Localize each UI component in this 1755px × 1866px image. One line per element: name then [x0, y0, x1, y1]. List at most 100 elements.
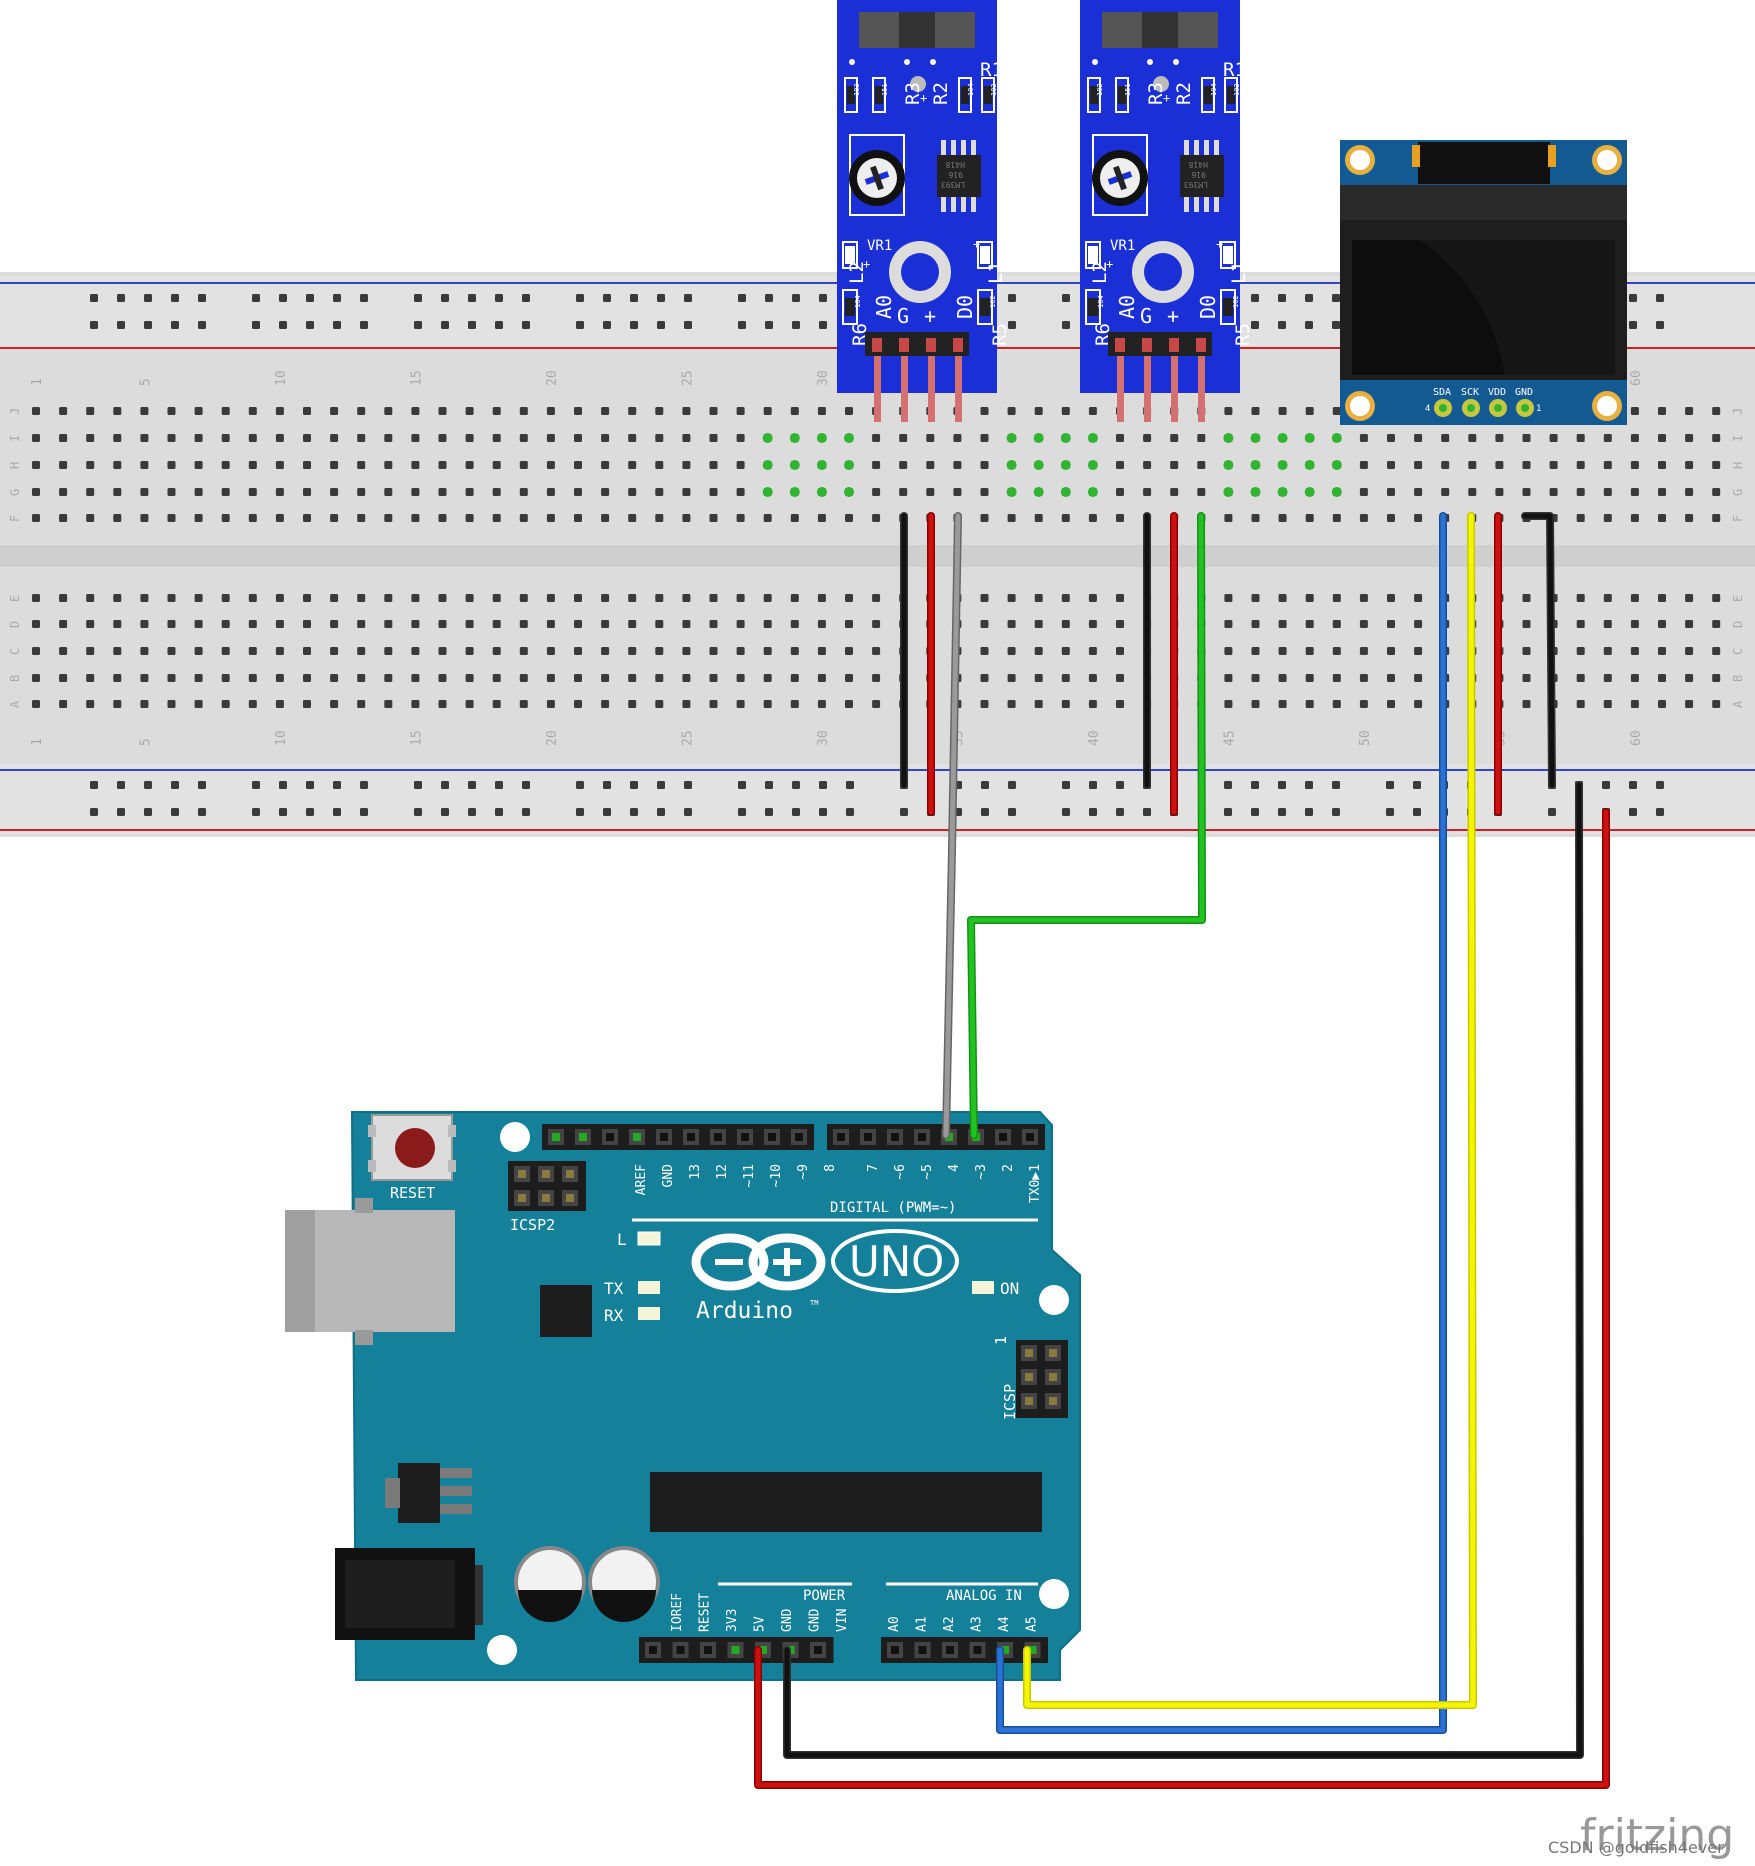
breadboard-hole [357, 514, 366, 522]
active-hole [816, 487, 827, 497]
breadboard-hole [1197, 461, 1206, 469]
breadboard-hole [1251, 647, 1260, 655]
rail-hole [252, 808, 260, 816]
breadboard-hole [682, 434, 691, 442]
header-leg [901, 356, 908, 422]
label-r5: R5 [989, 323, 1011, 346]
rail-hole [522, 294, 530, 302]
rail-hole [1386, 808, 1394, 816]
breadboard-hole [1170, 488, 1179, 496]
breadboard-hole [709, 700, 718, 708]
oled-ribbon-connector [1418, 142, 1550, 184]
breadboard-hole [682, 674, 691, 682]
breadboard-hole [221, 488, 230, 496]
breadboard-hole [357, 488, 366, 496]
rail-hole [1386, 781, 1394, 789]
resistor-code: 102 [989, 295, 997, 308]
rail-hole [1278, 781, 1286, 789]
breadboard-hole [140, 620, 149, 628]
rail-hole [1548, 808, 1556, 816]
breadboard-hole [1224, 514, 1233, 522]
rail-hole [333, 808, 341, 816]
breadboard-hole [1088, 620, 1097, 628]
breadboard-hole [817, 647, 826, 655]
breadboard-hole [411, 700, 420, 708]
breadboard-hole [601, 647, 610, 655]
breadboard-hole [1251, 674, 1260, 682]
active-hole [1331, 433, 1342, 443]
rail-hole [90, 321, 98, 329]
breadboard-hole [899, 488, 908, 496]
breadboard-hole [1088, 674, 1097, 682]
rail-hole [468, 808, 476, 816]
rail-hole [1656, 781, 1664, 789]
rail-hole [306, 808, 314, 816]
breadboard-hole [465, 674, 474, 682]
breadboard-hole [736, 434, 745, 442]
breadboard-hole [519, 674, 528, 682]
breadboard-hole [845, 647, 853, 655]
breadboard-hole [492, 488, 501, 496]
breadboard-hole [817, 700, 826, 708]
rail-hole [1332, 808, 1340, 816]
breadboard-hole [411, 514, 420, 522]
pin-label-3: D0 [1196, 295, 1220, 319]
chip-label-1: LM393 [941, 180, 965, 189]
breadboard-hole [546, 700, 555, 708]
breadboard-hole [817, 620, 826, 628]
rail-hole [171, 808, 179, 816]
oled-pin-label-2: VDD [1488, 387, 1506, 398]
reset-button[interactable] [368, 1114, 456, 1181]
resistor-code: 104 [1210, 83, 1218, 96]
icsp2-header [508, 1161, 586, 1211]
breadboard-hole [1061, 674, 1070, 682]
rail-hole [657, 808, 665, 816]
header-pin [1142, 338, 1152, 352]
chip-label-2: 916 [948, 170, 963, 179]
active-hole [1277, 433, 1288, 443]
rail-hole [117, 781, 125, 789]
breadboard-hole [465, 461, 474, 469]
resistor-code: 102 [853, 83, 861, 96]
breadboard-hole [601, 488, 610, 496]
analog-pin-label: A5 [1025, 1616, 1040, 1632]
active-hole [1033, 460, 1044, 470]
csdn-watermark: CSDN @goldfish4ever [1548, 1838, 1724, 1857]
rail-hole [981, 808, 989, 816]
active-hole [1087, 433, 1098, 443]
breadboard-hole [492, 514, 501, 522]
breadboard-hole [1603, 700, 1612, 708]
column-label-bottom: 5 [138, 738, 153, 746]
breadboard-hole [411, 594, 420, 602]
breadboard-hole [1116, 488, 1124, 496]
column-label-top: 15 [409, 370, 424, 386]
pin-label-0: A0 [872, 295, 896, 319]
breadboard-hole [1088, 514, 1097, 522]
resistor-code: 104 [1097, 295, 1105, 308]
analog-pin-label: A1 [915, 1616, 930, 1632]
active-hole [844, 487, 854, 497]
wires [754, 512, 1610, 1789]
breadboard-hole [140, 434, 149, 442]
breadboard-hole [303, 514, 311, 522]
breadboard-hole [1658, 674, 1666, 682]
breadboard-hole [167, 674, 176, 682]
label-r5: R5 [1232, 323, 1254, 346]
breadboard-hole [221, 700, 230, 708]
breadboard-hole [1414, 647, 1423, 655]
capacitor-1 [514, 1546, 586, 1622]
breadboard-hole [1712, 461, 1721, 469]
atmega-microcontroller [650, 1472, 1042, 1532]
reset-button-cap[interactable] [395, 1128, 435, 1168]
active-hole [1060, 487, 1071, 497]
breadboard-hole [1305, 674, 1314, 682]
breadboard-hole [1522, 594, 1531, 602]
breadboard-hole [1603, 461, 1612, 469]
breadboard-hole [655, 647, 664, 655]
header-leg [1171, 356, 1178, 422]
breadboard-hole [32, 514, 40, 522]
breadboard-hole [1414, 620, 1423, 628]
breadboard-hole [492, 647, 501, 655]
breadboard-hole [303, 594, 311, 602]
